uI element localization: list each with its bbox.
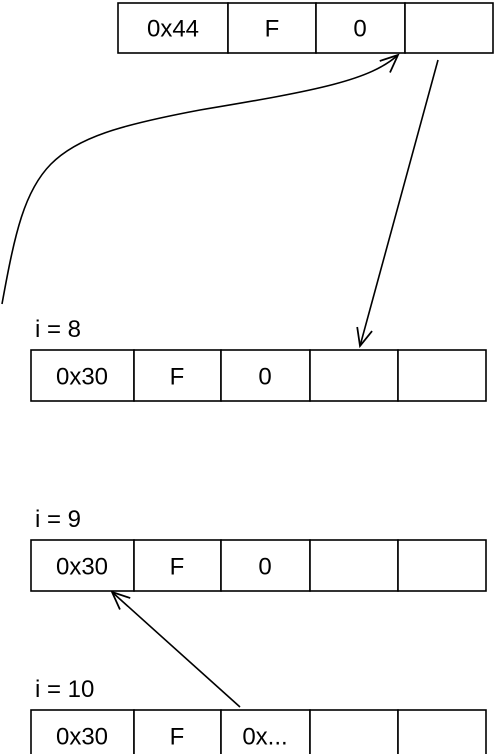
arrow-curve-to-top: [1, 53, 400, 305]
node-i8-cell-4: [397, 349, 487, 402]
node-top-cell-0-text: 0x44: [147, 16, 199, 43]
node-i10-cell-0: [30, 709, 135, 754]
node-top-cell-1: [227, 2, 317, 54]
node-i9-cell-0: [30, 539, 135, 592]
node-top-cell-2-text: 0: [353, 16, 366, 43]
node-i9-cell-1-text: F: [170, 554, 185, 581]
node-i9-cell-2: [220, 539, 311, 592]
node-i9-cell-1: [133, 539, 222, 592]
node-i10-cell-0-text: 0x30: [56, 724, 108, 751]
node-i9-cell-2-text: 0: [258, 554, 271, 581]
node-i8-cell-1-text: F: [170, 364, 185, 391]
node-top: 0x44 F 0: [117, 2, 494, 54]
node-i9-cell-0-text: 0x30: [56, 554, 108, 581]
row-label-i9: i = 9: [35, 506, 81, 533]
node-i8-cell-2: [220, 349, 311, 402]
node-i9-cell-4: [397, 539, 487, 592]
node-i10: 0x30 F 0x...: [30, 709, 487, 754]
row-label-i8: i = 8: [35, 316, 81, 343]
arrow-i10-to-i9: [110, 590, 241, 708]
node-i10-cell-1-text: F: [170, 724, 185, 751]
node-i10-cell-4: [397, 709, 487, 754]
node-i10-cell-2-text: 0x...: [242, 724, 287, 751]
node-top-cell-2: [315, 2, 406, 54]
arrow-top-to-i8: [356, 59, 439, 349]
node-i9-cell-3: [309, 539, 399, 592]
row-label-i10: i = 10: [35, 676, 94, 703]
node-top-cell-0: [117, 2, 229, 54]
node-top-cell-3: [404, 2, 494, 54]
node-i8-cell-2-text: 0: [258, 364, 271, 391]
node-i10-cell-1: [133, 709, 222, 754]
node-i8-cell-0-text: 0x30: [56, 364, 108, 391]
node-i8-cell-3: [309, 349, 399, 402]
node-top-cell-1-text: F: [265, 16, 280, 43]
node-i10-cell-3: [309, 709, 399, 754]
node-i8-cell-1: [133, 349, 222, 402]
node-i9: 0x30 F 0: [30, 539, 487, 592]
node-i8: 0x30 F 0: [30, 349, 487, 402]
